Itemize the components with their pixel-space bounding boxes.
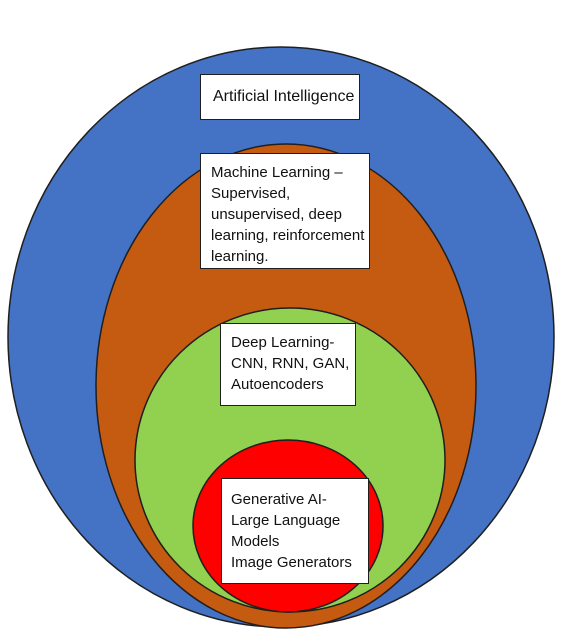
generative-ai-label: Generative AI- Large Language Models Ima… xyxy=(221,478,369,584)
generative-ai-label-line: Generative AI- xyxy=(231,491,327,508)
machine-learning-label-line: learning. xyxy=(211,248,269,265)
deep-learning-label-line: Deep Learning- xyxy=(231,334,335,351)
generative-ai-label-line: Image Generators xyxy=(231,554,352,571)
machine-learning-label-line: learning, reinforcement xyxy=(211,227,365,244)
deep-learning-label-line: CNN, RNN, GAN, xyxy=(231,355,350,372)
generative-ai-label-line: Models xyxy=(231,533,280,550)
generative-ai-label-line: Large Language xyxy=(231,512,341,529)
machine-learning-label-line: Machine Learning – xyxy=(211,164,343,181)
machine-learning-label: Machine Learning – Supervised, unsupervi… xyxy=(200,153,370,269)
deep-learning-label: Deep Learning- CNN, RNN, GAN, Autoencode… xyxy=(220,323,356,406)
deep-learning-label-line: Autoencoders xyxy=(231,376,324,393)
machine-learning-label-line: unsupervised, deep xyxy=(211,206,342,223)
machine-learning-label-line: Supervised, xyxy=(211,185,291,202)
artificial-intelligence-label: Artificial Intelligence xyxy=(200,74,360,120)
artificial-intelligence-label-line: Artificial Intelligence xyxy=(213,88,355,105)
